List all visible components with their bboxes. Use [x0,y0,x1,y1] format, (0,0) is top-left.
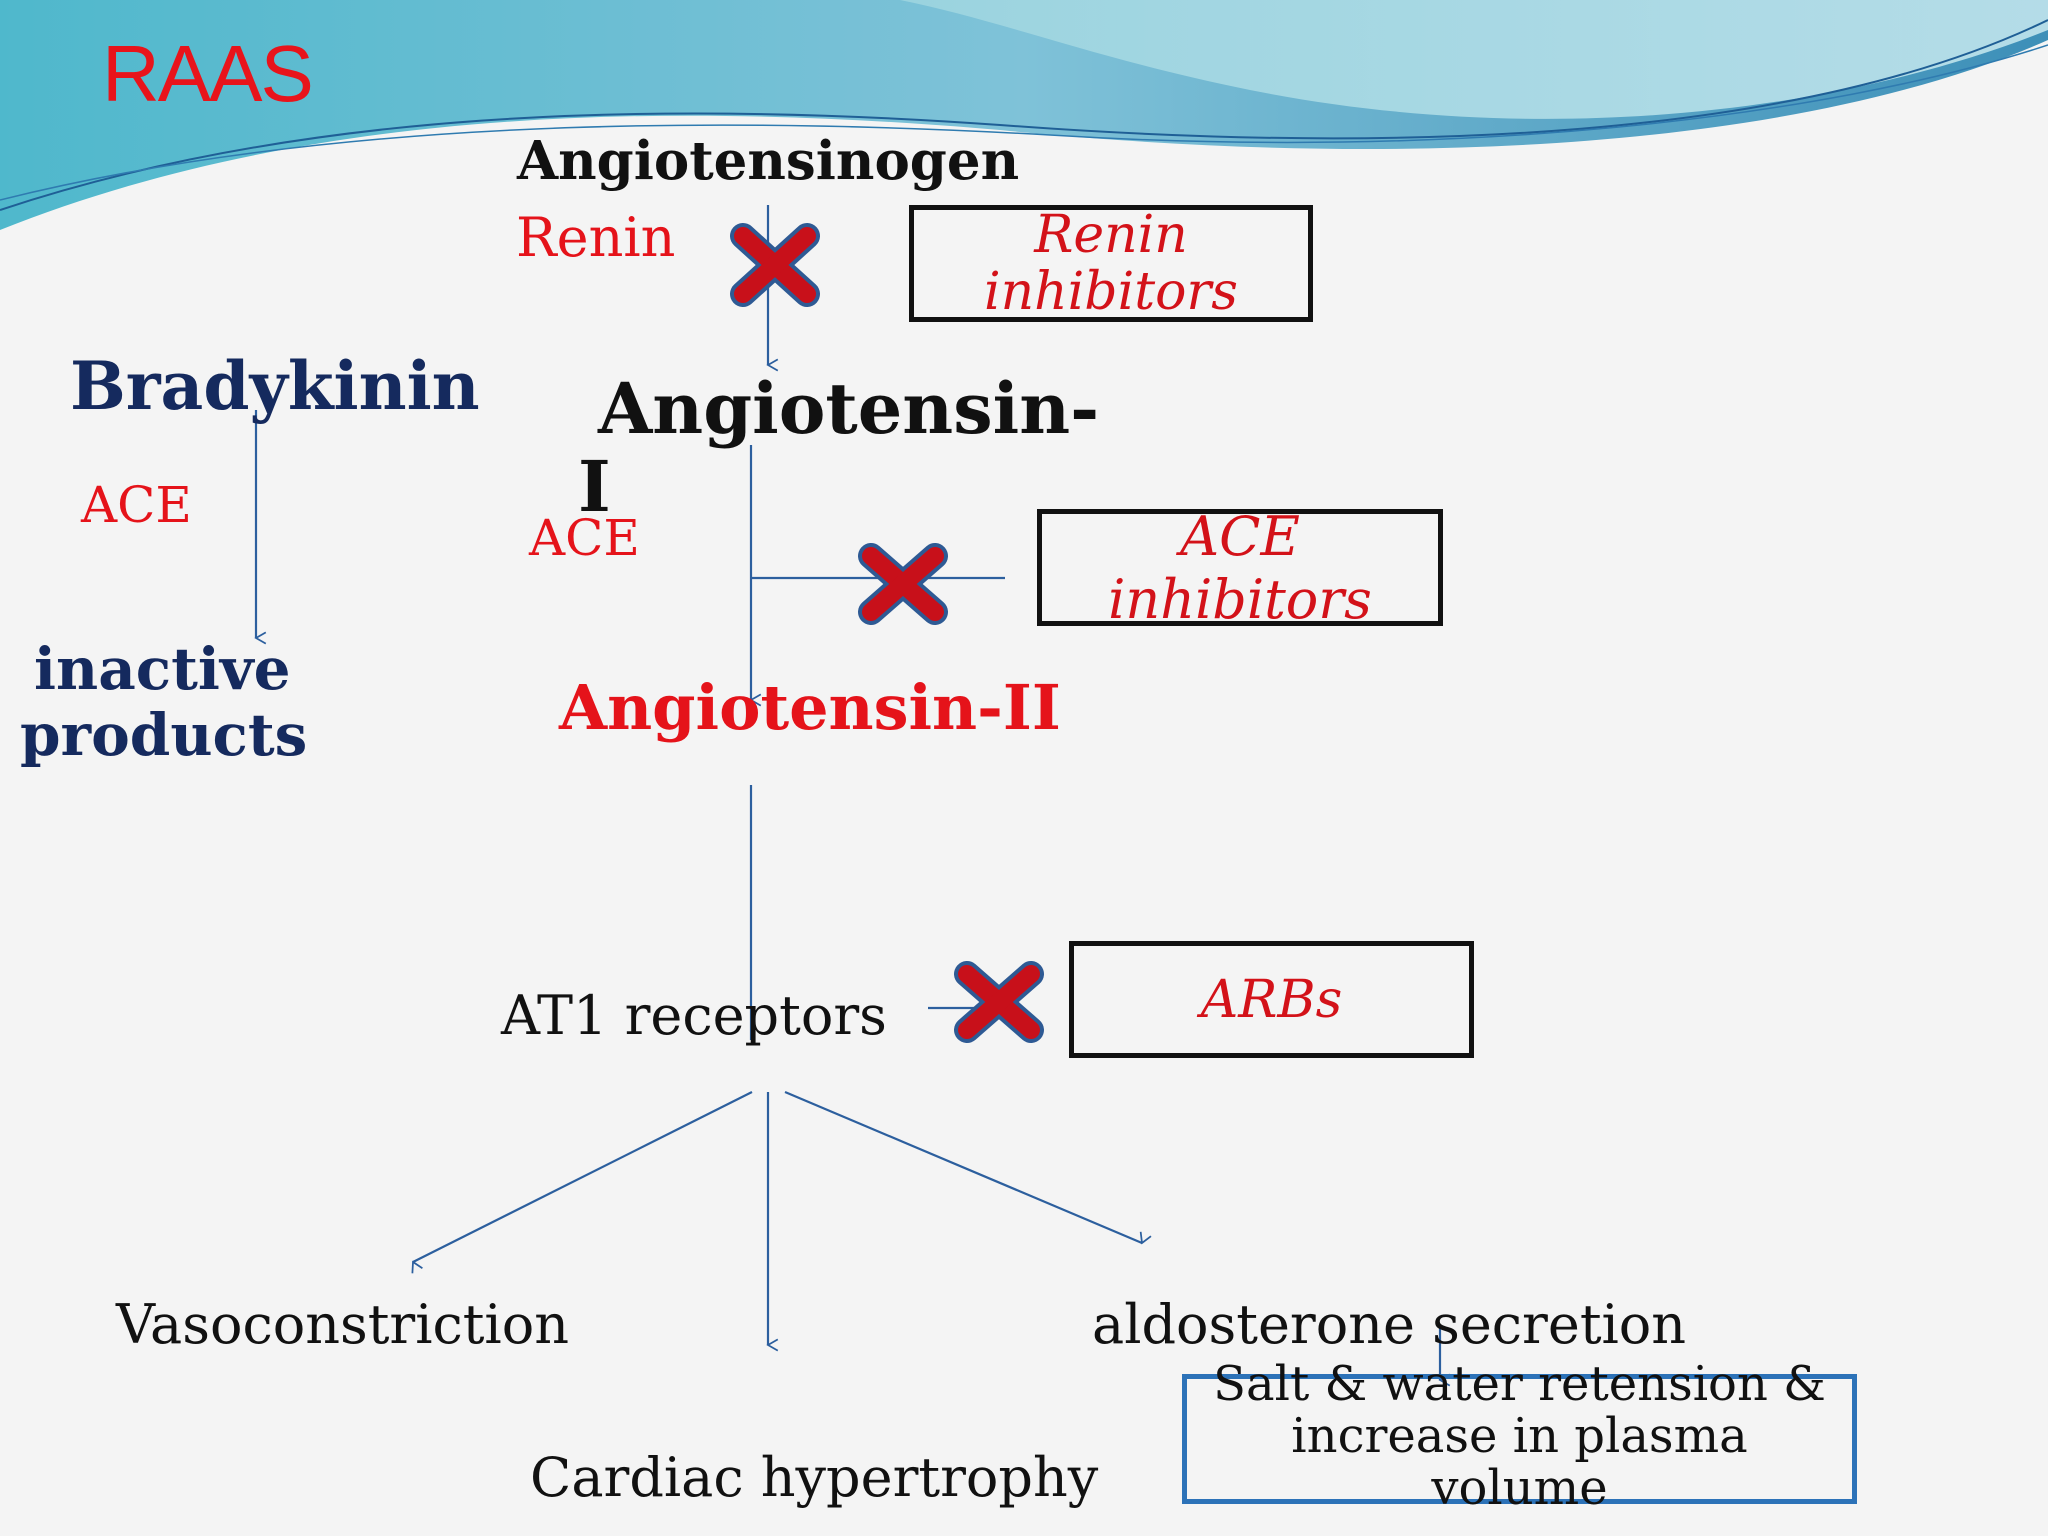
bradykinin-label: Bradykinin [70,347,480,425]
renin-inhibitors-line2: inhibitors [984,261,1238,322]
salt-water-line1: Salt & water retension & [1213,1356,1826,1412]
block-cross-ace [858,543,948,625]
at1-receptors-label: AT1 receptors [501,984,887,1047]
renin-inhibitors-line1: Renin [1034,205,1188,266]
block-cross-renin [730,223,820,307]
arbs-box: ARBs [1069,941,1474,1058]
inactive-products-line2: products [20,701,308,769]
angiotensin-i-label: Angiotensin- [598,367,1100,450]
angiotensin-ii-label: Angiotensin-II [559,671,1061,744]
ace-inhibitors-box: ACE inhibitors [1037,505,1443,631]
block-cross-arbs [954,961,1044,1043]
aldosterone-secretion-label: aldosterone secretion [1092,1293,1687,1356]
ace-center-label: ACE [529,509,640,567]
vasoconstriction-label: Vasoconstriction [116,1293,569,1356]
angiotensin-i-suffix: I [578,445,611,528]
arbs-label: ARBs [1200,969,1343,1030]
salt-water-line2: increase in plasma [1291,1407,1748,1464]
salt-water-box: Salt & water retension & increase in pla… [1182,1358,1857,1513]
renin-inhibitors-box: Renin inhibitors [909,205,1313,322]
cardiac-hypertrophy-label: Cardiac hypertrophy [530,1446,1099,1509]
ace-left-label: ACE [81,476,192,534]
inactive-products-line1: inactive [34,635,291,703]
renin-label: Renin [516,206,676,269]
angiotensinogen-label: Angiotensinogen [517,130,1020,192]
ace-inhibitors-label: ACE inhibitors [1108,504,1372,631]
arrows [256,205,1440,1380]
salt-water-line3: volume [1431,1459,1608,1516]
slide-title: RAAS [102,29,314,118]
